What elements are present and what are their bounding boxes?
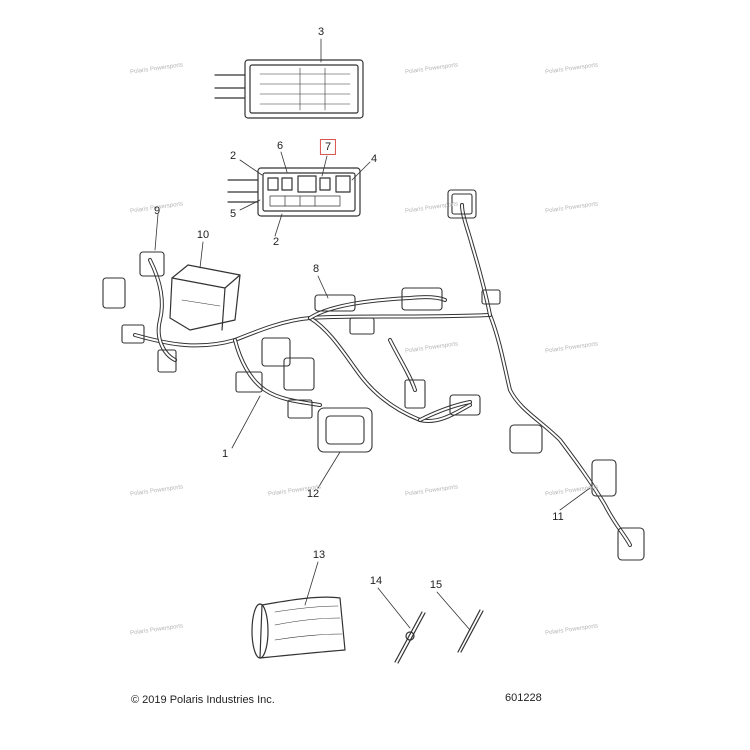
conduit-sleeve bbox=[251, 596, 346, 659]
callout-10: 10 bbox=[196, 229, 210, 241]
relay-module bbox=[169, 264, 241, 331]
callout-12: 12 bbox=[306, 488, 320, 500]
callout-2-lower: 2 bbox=[272, 236, 280, 248]
connectors bbox=[102, 189, 645, 561]
callout-13: 13 bbox=[312, 549, 326, 561]
callout-3: 3 bbox=[317, 26, 325, 38]
fuse-box-cover bbox=[214, 59, 364, 119]
main-harness bbox=[133, 203, 632, 547]
diagram-code: 601228 bbox=[505, 692, 542, 704]
callout-2-upper: 2 bbox=[229, 150, 237, 162]
callout-6: 6 bbox=[276, 140, 284, 152]
callout-15: 15 bbox=[429, 579, 443, 591]
cable-tie bbox=[457, 609, 484, 653]
callout-7-highlighted: 7 bbox=[319, 139, 337, 155]
callout-4: 4 bbox=[370, 153, 378, 165]
callout-8: 8 bbox=[312, 263, 320, 275]
leader-lines bbox=[154, 38, 591, 631]
copyright-notice: © 2019 Polaris Industries Inc. bbox=[131, 694, 275, 706]
fuse-box bbox=[227, 167, 361, 217]
callout-9: 9 bbox=[153, 205, 161, 217]
callout-5: 5 bbox=[229, 208, 237, 220]
harness-clip-tie bbox=[394, 611, 426, 664]
callout-1: 1 bbox=[221, 448, 229, 460]
callout-14: 14 bbox=[369, 575, 383, 587]
callout-11: 11 bbox=[552, 511, 564, 523]
